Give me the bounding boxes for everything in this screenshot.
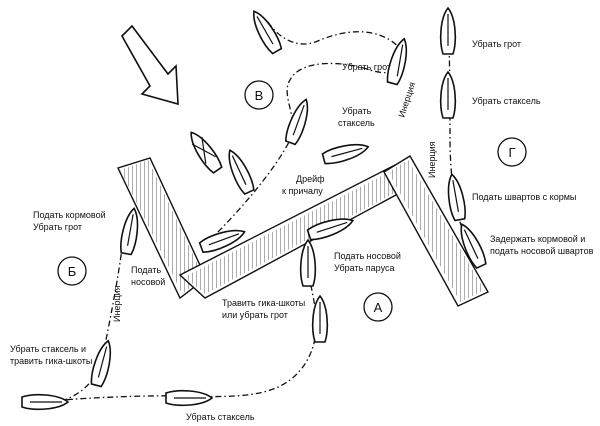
label-podat-nosovoy-b-2: носовой xyxy=(131,277,165,287)
circle-label-a: А xyxy=(363,292,393,322)
sailboat-icon xyxy=(222,146,257,196)
label-podat-shvartov: Подать швартов с кормы xyxy=(472,192,576,202)
label-ubrat-staksel-g: Убрать стаксель xyxy=(472,96,541,106)
label-inerciya-route-g: Инерция xyxy=(427,141,437,178)
sailboat-icon xyxy=(439,71,457,119)
sailboat-icon xyxy=(306,212,356,243)
sailboat-icon xyxy=(384,36,413,86)
circle-label-b: Б xyxy=(57,256,87,286)
sailboat-icon xyxy=(443,172,468,222)
sailboat-icon xyxy=(88,338,117,388)
circle-label-v: В xyxy=(244,80,274,110)
route-a-path xyxy=(39,249,317,403)
label-dreif-2: к причалу xyxy=(282,186,323,196)
sailboat-icon xyxy=(118,206,143,256)
label-inerciya-route-v: Инерция xyxy=(396,81,417,119)
sailboat-icon xyxy=(184,127,225,176)
label-dreif-1: Дрейф xyxy=(296,174,325,184)
sailboat-icon xyxy=(321,138,371,167)
svg-text:Б: Б xyxy=(68,264,77,279)
label-zaderzhat-2: подать носовой швартов xyxy=(490,246,594,256)
pier-right xyxy=(383,155,489,307)
sailboat-icon xyxy=(198,224,248,256)
label-ubrat-staksel-bottom: Убрать стаксель xyxy=(186,412,255,422)
label-travit-1: Травить гика-шкоты xyxy=(222,298,305,308)
label-ubrat-staksel-travit-2: травить гика-шкоты xyxy=(10,356,92,366)
sailboat-icon xyxy=(246,6,285,56)
label-podat-nosovoy-b-1: Подать xyxy=(131,265,161,275)
sailboat-icon xyxy=(21,393,69,411)
label-travit-2: или убрать грот xyxy=(222,310,288,320)
label-ubrat-grot-top: Убрать грот xyxy=(342,62,391,72)
label-ubrat-grot-g: Убрать грот xyxy=(472,39,521,49)
label-podat-kormovoy-2: Убрать грот xyxy=(33,222,82,232)
label-ubrat-staksel-v-1: Убрать xyxy=(342,106,372,116)
label-ubrat-staksel-v-2: стаксель xyxy=(338,118,375,128)
label-zaderzhat-1: Задержать кормовой и xyxy=(490,234,585,244)
svg-text:А: А xyxy=(374,300,383,315)
sailboat-icon xyxy=(165,389,213,407)
label-podat-kormovoy-1: Подать кормовой xyxy=(33,210,106,220)
sailboat-icon xyxy=(311,295,329,343)
circle-label-g: Г xyxy=(497,137,527,167)
svg-text:Г: Г xyxy=(508,145,515,160)
sailboat-icon xyxy=(299,239,317,287)
sailboat-icon xyxy=(439,7,457,55)
label-inerciya-route-b: Инерция xyxy=(112,285,122,322)
sailboat-icon xyxy=(282,96,314,146)
sailboat-icon xyxy=(454,220,489,270)
label-podat-nosovoy-a-2: Убрать паруса xyxy=(334,263,395,273)
label-ubrat-staksel-travit-1: Убрать стаксель и xyxy=(10,344,86,354)
pier-middle xyxy=(178,164,422,299)
route-v-path xyxy=(214,21,406,236)
svg-text:В: В xyxy=(255,88,264,103)
label-podat-nosovoy-a-1: Подать носовой xyxy=(334,251,401,261)
wind-arrow-icon xyxy=(121,24,179,106)
